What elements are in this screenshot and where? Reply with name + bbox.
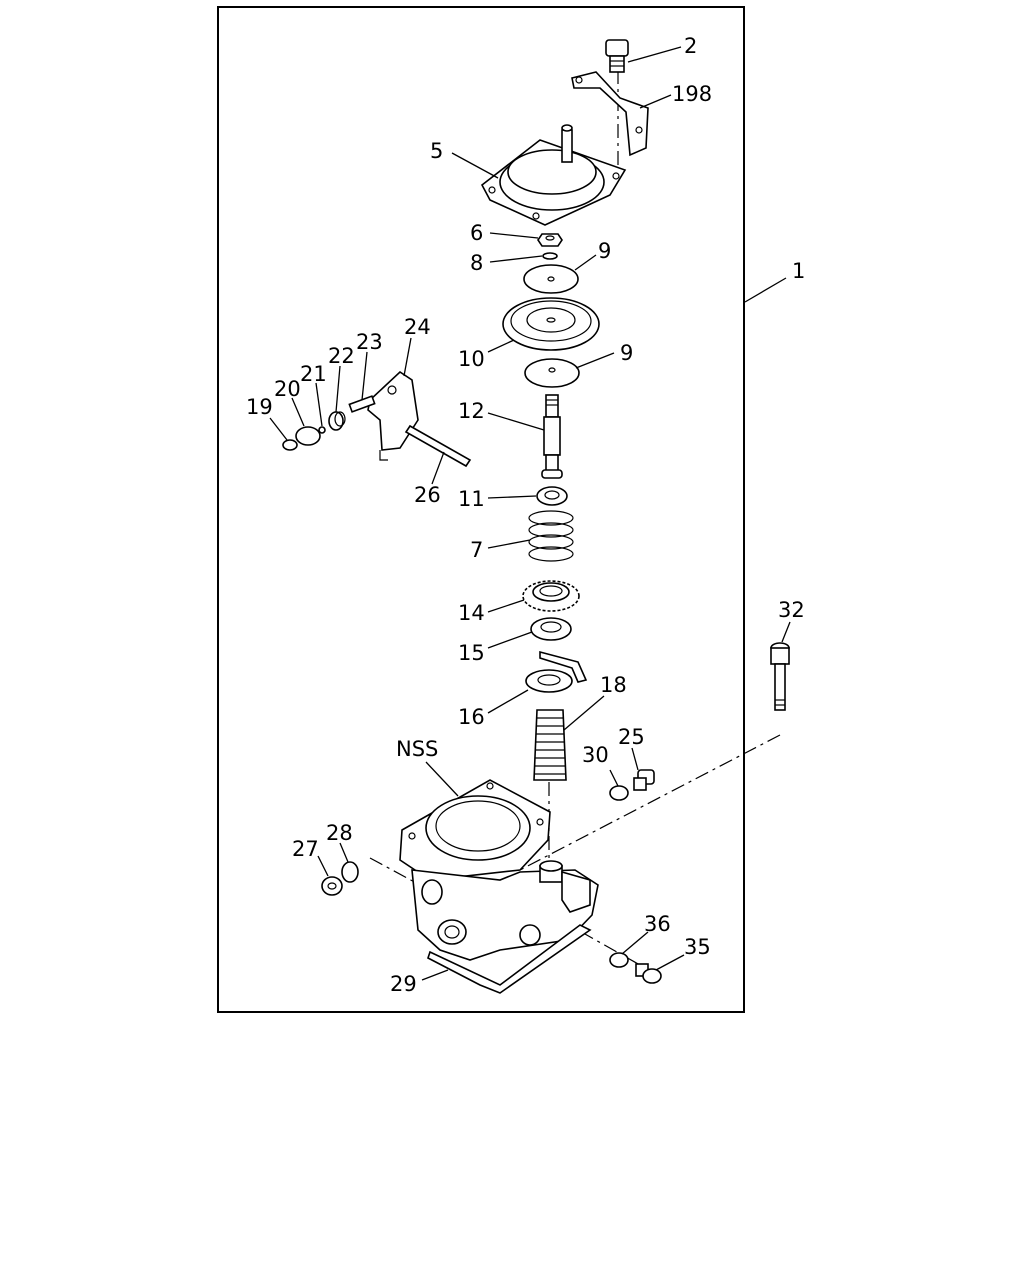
screw-part-25 xyxy=(633,769,655,791)
plug-part-28 xyxy=(341,861,359,883)
callout-25: 25 xyxy=(618,725,645,749)
plug-part-27 xyxy=(321,876,343,896)
callout-1: 1 xyxy=(792,259,805,283)
callout-2: 2 xyxy=(684,34,697,58)
callout-24: 24 xyxy=(404,315,431,339)
callout-30: 30 xyxy=(582,743,609,767)
callout-11: 11 xyxy=(458,487,485,511)
callout-5: 5 xyxy=(430,139,443,163)
callout-32: 32 xyxy=(778,598,805,622)
callout-20: 20 xyxy=(274,377,301,401)
callout-21: 21 xyxy=(300,362,327,386)
stopper-part-16 xyxy=(525,650,588,693)
ring-part-21 xyxy=(318,426,326,434)
shaft-part-12 xyxy=(541,394,563,479)
callout-22: 22 xyxy=(328,344,355,368)
callout-28: 28 xyxy=(326,821,353,845)
washer-part-30 xyxy=(609,785,629,801)
callout-19: 19 xyxy=(246,395,273,419)
diagram-frame xyxy=(217,6,745,1013)
pin-part-23 xyxy=(348,395,376,413)
boot-part-18 xyxy=(533,709,567,781)
callout-9-upper: 9 xyxy=(598,239,611,263)
cap-part-20 xyxy=(295,426,321,446)
callout-26: 26 xyxy=(414,483,441,507)
plug-axis xyxy=(369,857,421,886)
callout-10: 10 xyxy=(458,347,485,371)
screw-part-35 xyxy=(635,963,662,984)
bolt-axis xyxy=(519,734,781,871)
callout-198: 198 xyxy=(672,82,712,106)
gear-part-14 xyxy=(522,580,580,612)
washer-part-36 xyxy=(609,952,629,968)
callout-14: 14 xyxy=(458,601,485,625)
callout-36: 36 xyxy=(644,912,671,936)
washer-part-19 xyxy=(282,439,298,451)
callout-16: 16 xyxy=(458,705,485,729)
callout-27: 27 xyxy=(292,837,319,861)
spring-part-7 xyxy=(528,510,574,562)
spring-part-22 xyxy=(328,411,346,431)
nut-part-6 xyxy=(537,233,563,247)
callout-8: 8 xyxy=(470,251,483,275)
callout-18: 18 xyxy=(600,673,627,697)
plate-part-9-upper xyxy=(523,264,579,294)
leader-lines xyxy=(269,46,791,981)
diaphragm-housing-part-5 xyxy=(480,124,627,226)
pin-part-26 xyxy=(404,424,472,468)
ring-part-15 xyxy=(530,617,572,641)
lever-part-24 xyxy=(367,370,419,461)
callout-6: 6 xyxy=(470,221,483,245)
callout-9-lower: 9 xyxy=(620,341,633,365)
callout-15: 15 xyxy=(458,641,485,665)
callout-23: 23 xyxy=(356,330,383,354)
bolt-part-2 xyxy=(605,39,629,73)
bolt-part-32 xyxy=(770,642,790,711)
callout-NSS: NSS xyxy=(396,737,438,761)
callout-7: 7 xyxy=(470,538,483,562)
plate-part-9-lower xyxy=(524,358,580,388)
bracket-part-198 xyxy=(571,71,649,157)
callout-12: 12 xyxy=(458,399,485,423)
diaphragm-part-10 xyxy=(502,297,600,351)
washer-part-11 xyxy=(536,486,568,506)
callout-35: 35 xyxy=(684,935,711,959)
throttle-body-NSS xyxy=(399,779,599,994)
callout-29: 29 xyxy=(390,972,417,996)
washer-part-8 xyxy=(542,252,558,260)
